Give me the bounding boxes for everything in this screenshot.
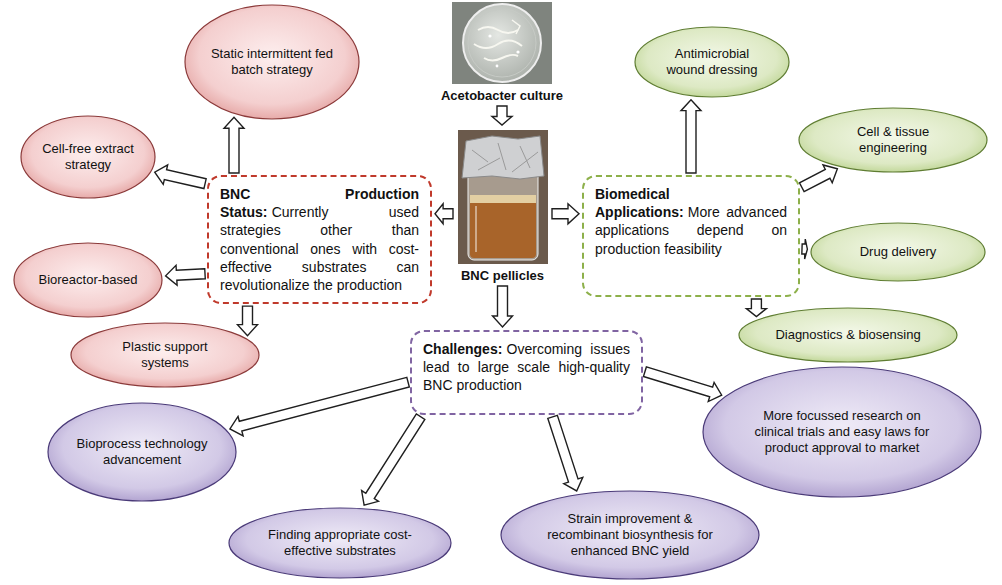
glass-highlight (475, 206, 477, 252)
jar-glass (468, 170, 538, 260)
ellipse-node: More focussed research on clinical trial… (702, 366, 982, 498)
photo-node: BNC pellicles (455, 128, 550, 284)
ellipse-node: Static intermittent fed batch strategy (184, 4, 360, 120)
dish-inner-rim (468, 9, 536, 77)
colony-dot (496, 65, 499, 68)
ellipse-node: Bioreactor-based (13, 242, 163, 318)
colony-streak (474, 40, 522, 48)
ellipse-label-block: Bioreactor-based (39, 272, 138, 288)
ellipse-label-block: Strain improvement & recombinant biosynt… (539, 511, 721, 560)
ellipse-outline (48, 403, 236, 501)
block-arrow (681, 100, 701, 173)
photo-ground (458, 130, 548, 264)
ellipse-label: Diagnostics & biosensing (775, 327, 920, 343)
block-arrow (552, 204, 579, 224)
ellipse-label: Bioprocess technology advancement (76, 436, 209, 469)
ellipse-node: Cell-free extract strategy (20, 115, 156, 199)
ellipse-label-block: Antimicrobial wound dressing (658, 46, 767, 79)
photo-ground (452, 2, 552, 84)
ellipse-node: Strain improvement & recombinant biosynt… (500, 490, 760, 580)
block-arrow (493, 286, 513, 327)
dashed-box: BNC Production Status:Currently used str… (207, 175, 432, 304)
ellipse-node: Drug delivery (810, 222, 986, 282)
block-arrow (435, 204, 453, 224)
ellipse-label-block: Drug delivery (860, 244, 937, 260)
ellipse-label: Finding appropriate cost-effective subst… (262, 527, 419, 560)
ellipse-outline (501, 491, 759, 579)
foil-cap (462, 136, 544, 179)
ellipse-outline (739, 308, 957, 362)
ellipse-outline (71, 323, 259, 387)
ellipse-label-block: Cell-free extract strategy (41, 141, 136, 174)
ellipse-label: Plastic support systems (99, 339, 232, 372)
block-arrow (238, 306, 258, 336)
ellipse-label: Antimicrobial wound dressing (658, 46, 767, 79)
ellipse-label-block: Cell & tissue engineering (827, 124, 960, 157)
ellipse-outline (14, 243, 162, 317)
ellipse-label-block: Static intermittent fed batch strategy (211, 46, 334, 79)
colony-streak (478, 27, 518, 33)
ellipse-outline (799, 108, 987, 172)
ellipse-label: Strain improvement & recombinant biosynt… (539, 511, 721, 560)
colony-streak (512, 20, 520, 34)
block-arrow (362, 414, 425, 505)
block-arrow (643, 367, 721, 402)
ellipse-outline (703, 367, 981, 497)
pellicle-layer (470, 195, 536, 203)
ellipse-label-block: Diagnostics & biosensing (775, 327, 920, 343)
ellipse-node: Cell & tissue engineering (798, 107, 988, 173)
ellipse-node: Diagnostics & biosensing (738, 307, 958, 363)
block-arrow (746, 299, 766, 316)
ellipse-outline (635, 27, 789, 97)
box-heading: Biomedical Applications: (595, 186, 684, 220)
block-arrow (548, 415, 583, 491)
dashed-box: Challenges:Overcoming issues lead to lar… (410, 330, 643, 415)
ellipse-label-block: More focussed research on clinical trial… (744, 408, 940, 457)
ellipse-label: Cell & tissue engineering (827, 124, 960, 157)
block-arrow (155, 165, 206, 189)
ellipse-node: Plastic support systems (70, 322, 260, 388)
ellipse-label-block: Plastic support systems (99, 339, 232, 372)
block-arrow (224, 117, 244, 173)
block-arrow (230, 377, 409, 435)
bnc-jar-photo (458, 130, 548, 264)
dashed-box: Biomedical Applications:More advanced ap… (582, 175, 800, 297)
dish-rim (463, 4, 541, 82)
ellipse-label: Static intermittent fed batch strategy (211, 46, 334, 79)
ellipse-label: Drug delivery (860, 244, 937, 260)
ellipse-outline (229, 508, 451, 578)
culture-liquid (470, 200, 536, 258)
photo-caption: Acetobacter culture (441, 88, 563, 104)
colony-dot (516, 50, 519, 53)
ellipse-label: More focussed research on clinical trial… (744, 408, 940, 457)
colony-streak (484, 55, 518, 61)
foil-crease (472, 143, 538, 172)
photo-node: Acetobacter culture (437, 0, 567, 104)
ellipse-node: Finding appropriate cost-effective subst… (228, 507, 452, 579)
ellipse-outline (21, 116, 155, 198)
ellipse-outline (811, 223, 985, 281)
block-arrow (166, 265, 206, 285)
ellipse-node: Bioprocess technology advancement (47, 402, 237, 502)
ellipse-label-block: Bioprocess technology advancement (76, 436, 209, 469)
petri-dish-photo (452, 2, 552, 84)
block-arrow (802, 239, 808, 259)
colony-dot (488, 34, 491, 37)
photo-caption: BNC pellicles (461, 268, 544, 284)
ellipse-outline (185, 5, 359, 119)
ellipse-label: Bioreactor-based (39, 272, 138, 288)
block-arrow (492, 106, 512, 125)
ellipse-label-block: Finding appropriate cost-effective subst… (262, 527, 419, 560)
ellipse-node: Antimicrobial wound dressing (634, 26, 790, 98)
box-heading: Challenges: (423, 341, 502, 357)
ellipse-label: Cell-free extract strategy (41, 141, 136, 174)
block-arrow (799, 165, 837, 192)
